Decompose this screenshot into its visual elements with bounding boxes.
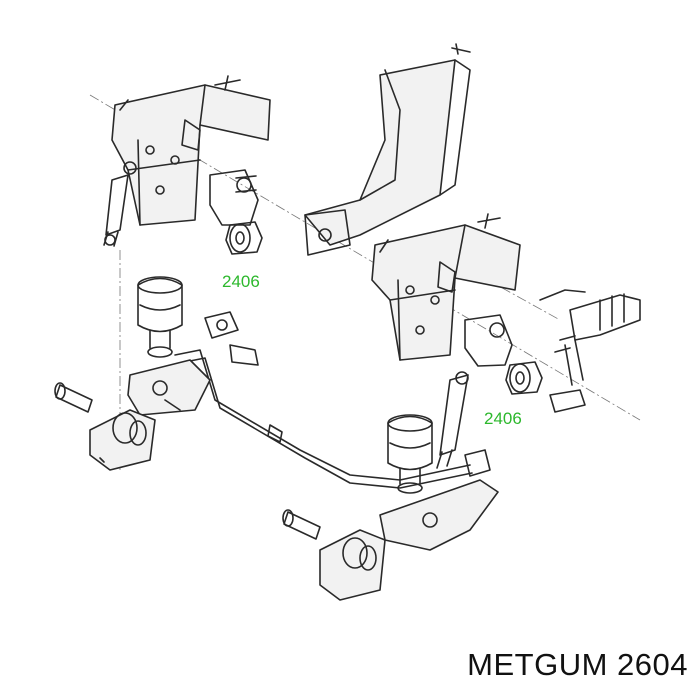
left-pivot-housing: [209, 169, 259, 226]
left-bolt: [54, 382, 93, 413]
right-air-spring: [387, 414, 433, 494]
brand-caption: METGUM 2604: [467, 647, 688, 682]
left-air-spring: [137, 276, 183, 358]
bushing-right: [505, 361, 543, 395]
stabilizer-bar: [174, 349, 473, 489]
left-shock-absorber: [103, 161, 137, 247]
left-link-cluster: [204, 311, 259, 366]
right-shock-absorber: [436, 371, 469, 469]
left-axle-seat: [127, 359, 211, 416]
center-frame-bracket: [304, 43, 471, 256]
right-axle-seat: [379, 449, 499, 551]
right-bolt: [282, 509, 321, 540]
small-mount-plate: [549, 339, 586, 413]
right-pivot-housing: [464, 314, 513, 367]
right-lower-mount: [319, 529, 386, 601]
bushing-upper-left: [225, 221, 263, 255]
height-valve-assembly: [539, 289, 641, 353]
callout-label: 2406: [484, 409, 522, 428]
right-hanger-bracket: [371, 213, 521, 361]
left-hanger-bracket: [111, 75, 271, 226]
callout-label: 2406: [222, 272, 260, 291]
left-lower-mount: [89, 409, 156, 471]
